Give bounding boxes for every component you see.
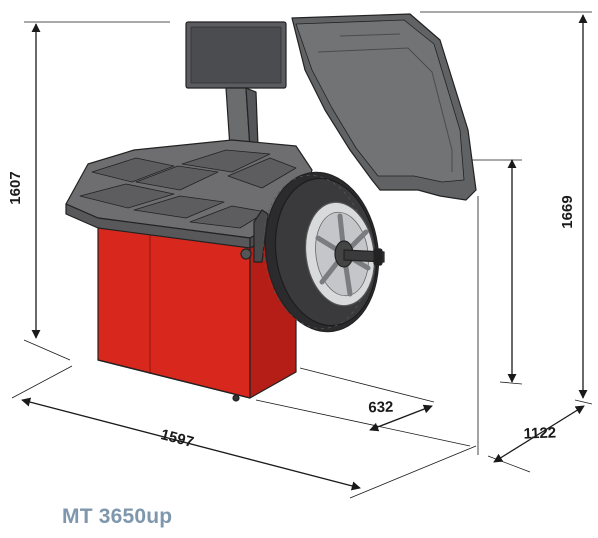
wheel-balancer-illustration [65,13,477,402]
monitor [185,21,287,149]
model-label: MT 3650up [62,505,173,528]
dimension-depth-total: 1122 [523,424,556,442]
dimension-depth-base: 632 [368,399,394,417]
dimension-lines [11,11,593,499]
wheel-guard-hood [291,13,477,201]
wheel [263,171,385,333]
dimension-width-front: 1597 [159,426,196,451]
dimension-height-right: 1669 [559,195,576,228]
dimension-height-left: 1607 [7,171,24,204]
top-body [65,139,313,249]
